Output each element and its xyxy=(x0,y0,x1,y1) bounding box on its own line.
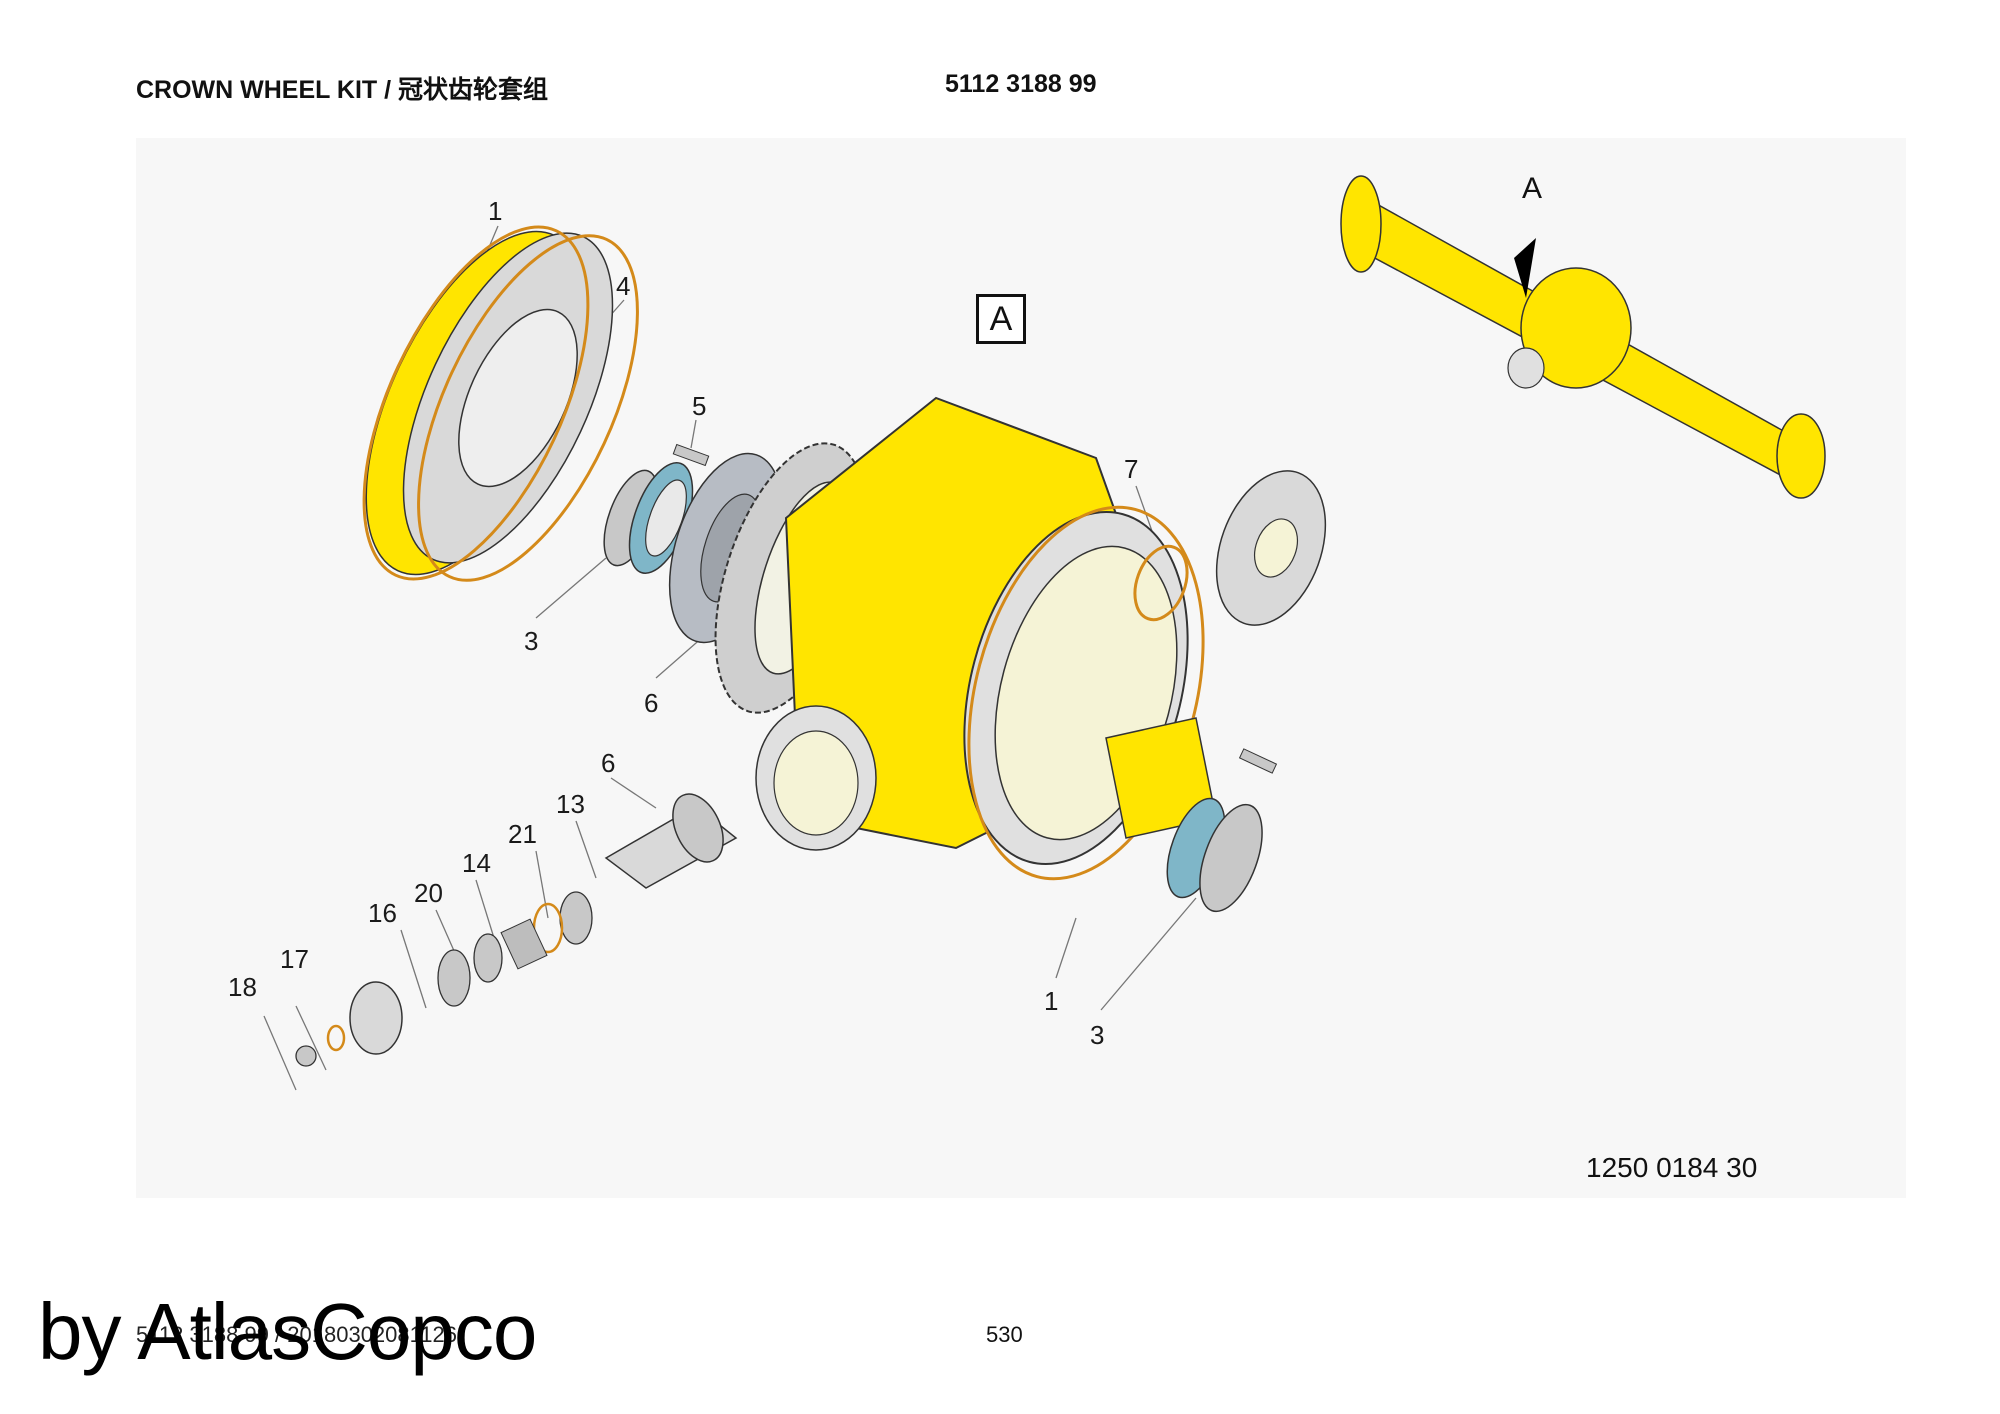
side-flange xyxy=(1133,470,1327,626)
exploded-view-drawing: 1 4 5 3 6 7 6 13 21 14 20 16 17 18 1 3 A… xyxy=(136,138,1906,1198)
bearing-right xyxy=(1166,748,1278,913)
callout-6-crown-wheel: 6 xyxy=(644,688,659,718)
callout-16: 16 xyxy=(368,898,397,928)
watermark: by AtlasCopco xyxy=(38,1287,537,1376)
document-title: CROWN WHEEL KIT / 冠状齿轮套组 xyxy=(136,76,549,104)
exploded-view-illustration xyxy=(263,175,1826,1091)
callout-18: 18 xyxy=(228,972,257,1002)
callout-3-bearing-right: 3 xyxy=(1090,1020,1105,1050)
callout-4-oring: 4 xyxy=(616,271,631,301)
bolt xyxy=(672,443,710,467)
view-marker-a: A xyxy=(976,294,1026,344)
callout-1-housing: 1 xyxy=(1044,986,1059,1016)
callout-1-cover: 1 xyxy=(488,196,503,226)
overview-marker-a: A xyxy=(1522,172,1543,205)
cover-flange xyxy=(362,225,639,582)
callout-3-bearing: 3 xyxy=(524,626,539,656)
footer-reference: 5112 3188 99 / 20180302081126 xyxy=(136,1322,457,1347)
callout-13: 13 xyxy=(556,789,585,819)
pinion-assembly xyxy=(295,793,738,1067)
axle-housing xyxy=(755,396,1217,881)
drawing-number: 1250 0184 30 xyxy=(1586,1152,1758,1183)
callout-20: 20 xyxy=(414,878,443,908)
callout-21: 21 xyxy=(508,819,537,849)
callout-7-oring: 7 xyxy=(1124,454,1139,484)
callout-5-bolt: 5 xyxy=(692,391,707,421)
part-number: 5112 3188 99 xyxy=(945,70,1097,98)
callout-17: 17 xyxy=(280,944,309,974)
callout-14: 14 xyxy=(462,848,491,878)
callout-6-pinion: 6 xyxy=(601,748,616,778)
axle-overview xyxy=(1340,175,1826,499)
page-number: 530 xyxy=(986,1322,1023,1347)
